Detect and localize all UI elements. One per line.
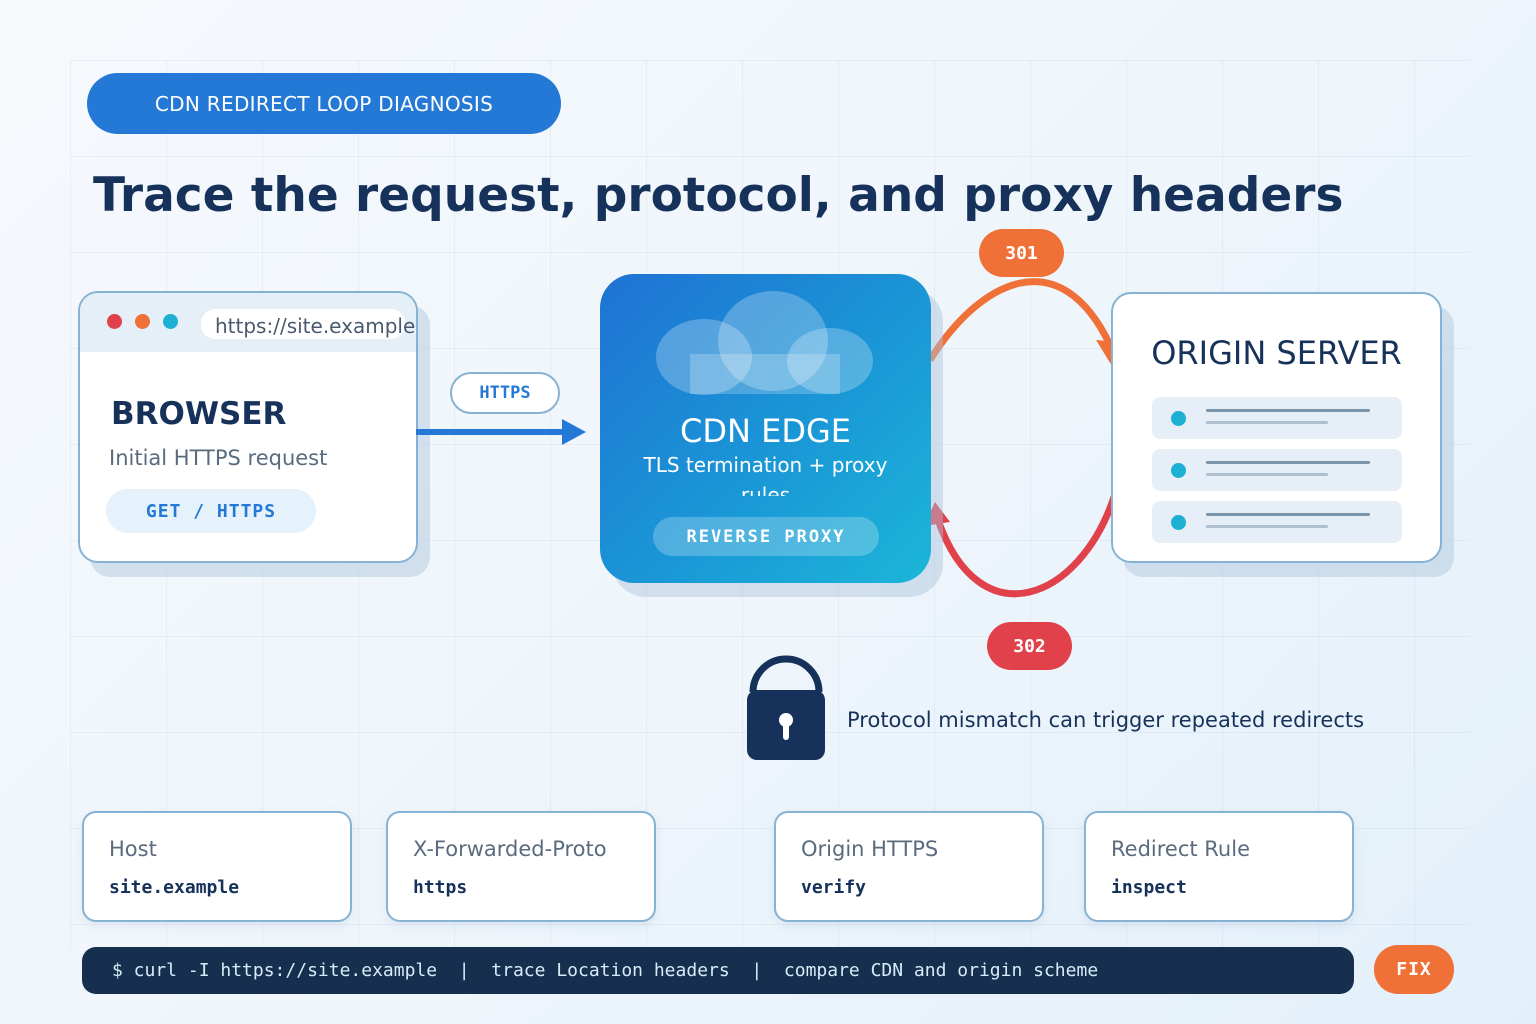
server-rack-row bbox=[1152, 449, 1402, 491]
origin-server-card: ORIGIN SERVER bbox=[1111, 292, 1442, 563]
check-value: verify bbox=[801, 877, 867, 898]
origin-to-cdn-redirect-arrow bbox=[924, 495, 1118, 598]
check-value: https bbox=[413, 877, 468, 898]
check-key: Redirect Rule bbox=[1111, 837, 1250, 861]
diagram-tag: CDN REDIRECT LOOP DIAGNOSIS bbox=[87, 73, 561, 134]
check-key: Host bbox=[109, 837, 157, 861]
terminal-command-bar: $ curl -I https://site.example | trace L… bbox=[82, 947, 1354, 994]
maximize-dot-icon bbox=[163, 314, 178, 329]
lock-icon bbox=[747, 655, 825, 760]
check-key: Origin HTTPS bbox=[801, 837, 939, 861]
cdn-to-origin-redirect-arrow bbox=[927, 278, 1120, 366]
close-dot-icon bbox=[107, 314, 122, 329]
check-key: X-Forwarded-Proto bbox=[413, 837, 607, 861]
browser-title: BROWSER bbox=[111, 396, 287, 432]
server-rack-row bbox=[1152, 501, 1402, 543]
reverse-proxy-pill: REVERSE PROXY bbox=[653, 517, 879, 556]
check-value: site.example bbox=[109, 877, 240, 898]
origin-title: ORIGIN SERVER bbox=[1151, 334, 1402, 372]
browser-url-bar: https://site.example bbox=[201, 309, 415, 339]
browser-subtitle: Initial HTTPS request bbox=[109, 446, 328, 470]
browser-toolbar: https://site.example bbox=[80, 293, 416, 352]
browser-card: https://site.example BROWSER Initial HTT… bbox=[78, 291, 418, 563]
check-value: inspect bbox=[1111, 877, 1187, 898]
https-label: HTTPS bbox=[450, 372, 560, 414]
fix-button[interactable]: FIX bbox=[1374, 945, 1454, 994]
redirect-302-badge: 302 bbox=[987, 622, 1072, 670]
cdn-edge-card: CDN EDGE TLS termination + proxy rules R… bbox=[600, 274, 931, 583]
server-rack-row bbox=[1152, 397, 1402, 439]
origin-https-check-card: Origin HTTPS verify bbox=[774, 811, 1044, 922]
cdn-edge-subtitle: TLS termination + proxy rules bbox=[643, 453, 888, 496]
host-check-card: Host site.example bbox=[82, 811, 352, 922]
page-title: Trace the request, protocol, and proxy h… bbox=[93, 168, 1344, 223]
redirect-301-badge: 301 bbox=[979, 229, 1064, 277]
minimize-dot-icon bbox=[135, 314, 150, 329]
request-pill: GET / HTTPS bbox=[106, 489, 316, 533]
cdn-edge-title: CDN EDGE bbox=[680, 412, 851, 450]
browser-to-cdn-arrow bbox=[416, 419, 586, 445]
forwarded-proto-check-card: X-Forwarded-Proto https bbox=[386, 811, 656, 922]
cloud-icon bbox=[656, 291, 873, 395]
warning-text: Protocol mismatch can trigger repeated r… bbox=[847, 708, 1365, 732]
redirect-rule-check-card: Redirect Rule inspect bbox=[1084, 811, 1354, 922]
